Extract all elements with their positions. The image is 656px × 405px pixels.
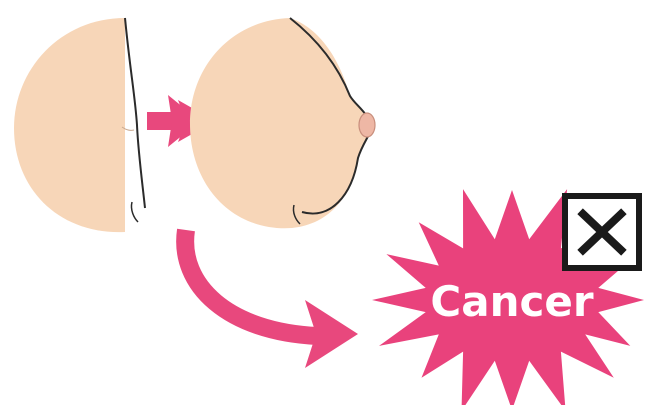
flat-chest-body-outline bbox=[125, 18, 145, 208]
nipple bbox=[359, 113, 375, 137]
flat-chest-figure bbox=[14, 18, 145, 232]
flat-chest-fold-line bbox=[131, 202, 138, 222]
developed-breast-figure bbox=[190, 18, 375, 228]
close-icon bbox=[565, 196, 639, 268]
flat-chest-shape bbox=[14, 18, 125, 232]
curved-arrow-icon bbox=[185, 230, 358, 368]
developed-breast-shape bbox=[190, 18, 372, 228]
cancer-label: Cancer bbox=[430, 277, 593, 326]
